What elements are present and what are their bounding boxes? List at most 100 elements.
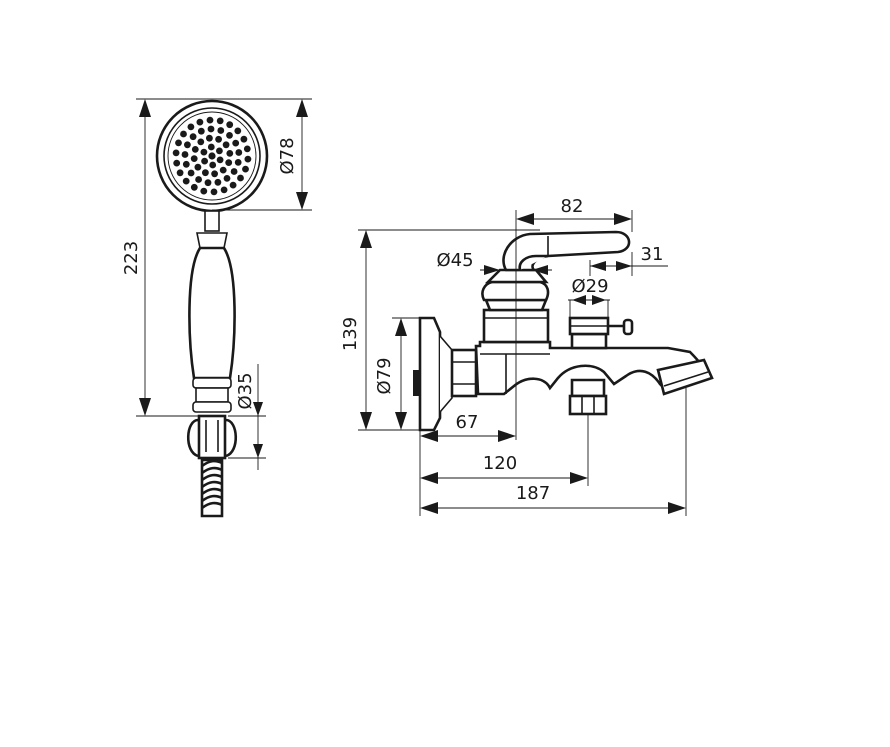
nozzle [225, 159, 233, 167]
arrow [253, 444, 263, 458]
arrow [296, 192, 308, 210]
flange-cone [439, 335, 453, 413]
spout-outlet-line [663, 371, 709, 387]
nozzle [235, 149, 243, 156]
nozzle [189, 133, 197, 141]
shower-head-nozzles [172, 116, 252, 196]
shower-neck-collar [196, 232, 228, 249]
nozzle [207, 143, 215, 151]
nozzle [197, 127, 205, 135]
nozzle [211, 170, 219, 178]
shower-handle-grip [188, 246, 236, 380]
nozzle [181, 151, 189, 158]
dim-label-82: 82 [561, 196, 584, 217]
wall-flange [418, 316, 442, 432]
nozzle [196, 118, 204, 126]
hose-coil [201, 487, 223, 496]
arrow [614, 213, 632, 225]
nozzle [180, 130, 187, 138]
nozzle [243, 145, 251, 153]
dim-label-120: 120 [483, 453, 517, 474]
nozzle [210, 188, 218, 196]
arrow [484, 265, 500, 275]
nozzle [222, 141, 230, 149]
nozzle [223, 175, 231, 182]
arrow [420, 430, 438, 442]
spout-outlet [656, 358, 714, 396]
nozzle [229, 181, 237, 189]
hose-coil [201, 473, 223, 482]
arrow [420, 502, 438, 514]
dim-label-67: 67 [456, 412, 479, 433]
nozzle [219, 166, 227, 174]
arrow [360, 230, 372, 248]
handle-ring-upper [192, 377, 232, 389]
handle-ring-middle [195, 387, 229, 403]
nozzle [172, 149, 180, 157]
arrow [668, 502, 686, 514]
nozzle [208, 152, 216, 160]
nozzle [206, 116, 214, 124]
nozzle [226, 150, 234, 157]
nozzle [195, 176, 203, 183]
hose-coil [201, 494, 223, 503]
nozzle [234, 127, 242, 135]
hose-connector [197, 414, 227, 460]
nozzle [216, 147, 223, 155]
bottom-outlet-nut [568, 394, 608, 416]
arrow [253, 402, 263, 416]
dim-label-223: 223 [121, 241, 142, 275]
dim-label-139: 139 [340, 317, 361, 351]
nozzle [217, 127, 225, 134]
dim-label-31: 31 [641, 244, 664, 265]
nozzle [214, 178, 222, 186]
hex-connector [450, 348, 478, 398]
arrow [532, 265, 548, 275]
nozzle [200, 148, 208, 156]
dim-label-d78: Ø78 [277, 137, 298, 174]
mixer-body [474, 340, 712, 396]
bottom-outlet-collar [570, 378, 606, 398]
shower-head-inner-ring [163, 107, 261, 205]
hose-coil [201, 459, 223, 468]
nozzle [207, 125, 215, 133]
arrow [139, 99, 151, 117]
mixer-dimensions: 139 Ø79 Ø45 82 31 Ø29 [340, 196, 687, 516]
nozzle [206, 134, 213, 142]
dim-label-d35: Ø35 [235, 372, 256, 409]
dim-label-d79: Ø79 [374, 357, 395, 394]
bath-mixer [413, 230, 714, 432]
hose-coil [201, 466, 223, 475]
dim-label-d45: Ø45 [436, 250, 473, 271]
arrow [420, 472, 438, 484]
nozzle [187, 123, 195, 131]
hose-coil [201, 501, 223, 510]
nozzle [173, 159, 181, 167]
arrow [616, 261, 632, 271]
nozzle [175, 139, 182, 147]
nozzle [230, 168, 238, 175]
shower-neck [204, 210, 220, 232]
arrow [590, 261, 606, 271]
nozzle [190, 183, 198, 191]
diverter-base [570, 332, 608, 350]
nozzle [200, 187, 208, 195]
nozzle [226, 121, 234, 129]
dim-label-187: 187 [516, 483, 550, 504]
diverter-pin-tip [622, 318, 634, 336]
nozzle [215, 135, 223, 143]
nozzle [184, 141, 191, 149]
nozzle [187, 169, 195, 177]
nozzle [204, 179, 212, 187]
flange-screw [413, 370, 420, 396]
nozzle [234, 159, 242, 166]
handle-ring-lower [192, 401, 232, 413]
cartridge-cap [481, 280, 550, 302]
nozzle [232, 139, 240, 147]
nozzle [240, 135, 248, 143]
nozzle [197, 138, 205, 146]
nozzle [202, 169, 209, 177]
lever-neck [518, 254, 548, 271]
arrow [570, 472, 588, 484]
